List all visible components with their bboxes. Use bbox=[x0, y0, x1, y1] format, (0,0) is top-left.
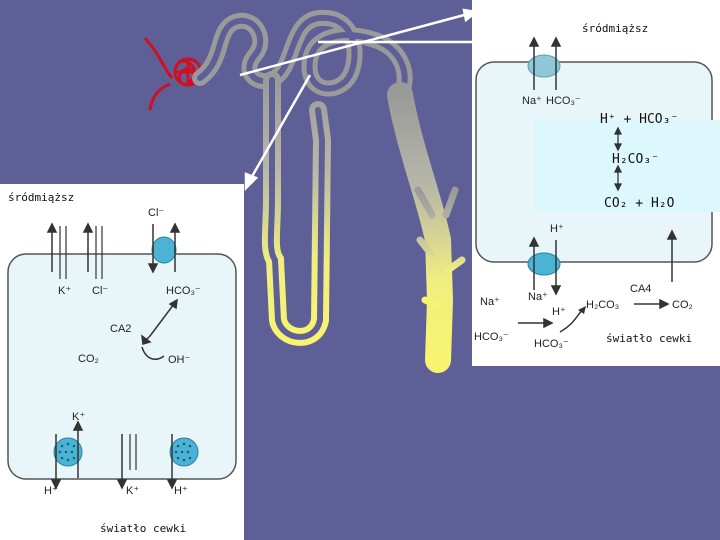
lumen-reaction-arrows bbox=[518, 298, 670, 329]
h-lower-label: H⁺ bbox=[550, 223, 564, 235]
cl-minus-label: Cl⁻ bbox=[92, 285, 109, 297]
proximal-tubule bbox=[192, 9, 413, 103]
right-cell-diagram bbox=[475, 36, 720, 333]
co2-label: CO₂ bbox=[78, 353, 99, 365]
loop-of-henle bbox=[261, 71, 332, 346]
left-cell-panel: K⁺ Cl⁻ Cl⁻ HCO₃⁻ CA2 CO₂ OH⁻ K⁺ H⁺ K⁺ H⁺… bbox=[0, 184, 244, 540]
k-plus-label: K⁺ bbox=[58, 285, 72, 297]
glomerulus bbox=[143, 37, 203, 111]
right-interstitium-label: śródmiąższ bbox=[582, 22, 649, 35]
h2co3-lumen-label: H₂CO₃ bbox=[586, 299, 620, 311]
ca2-label: CA2 bbox=[110, 323, 132, 335]
co2-lumen-label: CO₂ bbox=[672, 299, 693, 311]
right-cell-panel: Na⁺ HCO₃⁻ H⁺ + HCO₃⁻ H₂CO₃⁻ CO₂ + H₂O H⁺… bbox=[472, 0, 720, 366]
right-lumen-label: światło cewki bbox=[606, 332, 693, 345]
h2co3-label: H₂CO₃⁻ bbox=[612, 152, 659, 167]
bottom-transporters bbox=[50, 420, 199, 490]
hco3-label: HCO₃⁻ bbox=[166, 285, 201, 297]
reaction-arrows bbox=[613, 126, 623, 192]
hco3-left-label: HCO₃⁻ bbox=[474, 331, 509, 343]
pointer-arrows bbox=[239, 8, 479, 192]
cl-hco3-exchanger bbox=[151, 236, 177, 264]
h-small-label: H⁺ bbox=[552, 306, 566, 318]
collecting-duct bbox=[387, 82, 466, 373]
ca4-label: CA4 bbox=[630, 283, 652, 295]
na-h-exchanger bbox=[527, 252, 561, 276]
k-channel-arrow bbox=[46, 222, 94, 272]
ca2-reaction-arrow bbox=[141, 298, 178, 345]
na-out-label: Na⁺ bbox=[480, 296, 500, 308]
cl-out-label: Cl⁻ bbox=[148, 207, 165, 219]
left-lumen-label: światło cewki bbox=[100, 522, 187, 535]
reaction-box bbox=[534, 120, 720, 212]
oh-curve-arrow bbox=[141, 346, 165, 360]
k-bottom-label: K⁺ bbox=[126, 485, 140, 497]
left-cell-diagram bbox=[7, 222, 237, 490]
na-in-label: Na⁺ bbox=[528, 291, 548, 303]
oh-label: OH⁻ bbox=[168, 354, 191, 366]
co2-h2o-label: CO₂ + H₂O bbox=[604, 196, 675, 211]
hco3-top-label: HCO₃⁻ bbox=[546, 95, 581, 107]
h-right-label: H⁺ bbox=[174, 485, 188, 497]
left-interstitium-label: śródmiąższ bbox=[8, 191, 75, 204]
h-left-label: H⁺ bbox=[44, 485, 58, 497]
h-hco3-label: H⁺ + HCO₃⁻ bbox=[600, 112, 679, 127]
hco3-mid-label: HCO₃⁻ bbox=[534, 338, 569, 350]
k-upper-label: K⁺ bbox=[72, 411, 86, 423]
na-hco3-cotransporter bbox=[527, 54, 561, 78]
na-top-label: Na⁺ bbox=[522, 95, 542, 107]
